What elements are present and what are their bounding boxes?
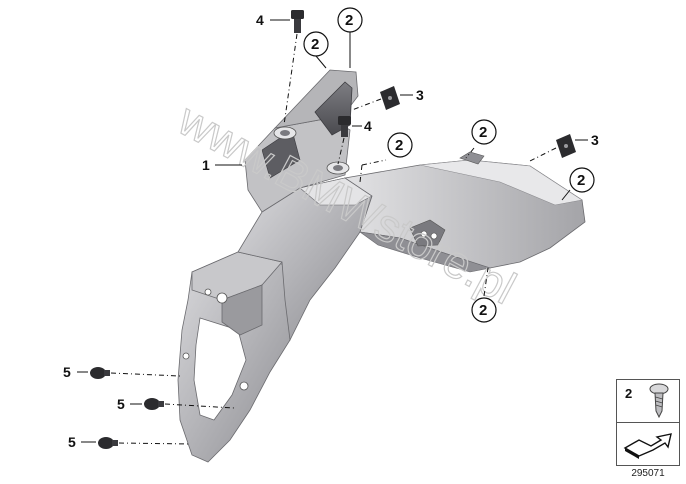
- callout-1: 1: [202, 157, 210, 173]
- svg-text:2: 2: [577, 172, 585, 189]
- bolt-icon: [291, 10, 304, 33]
- callout-2-circle: 2: [303, 31, 329, 57]
- callout-5-lower: 5: [68, 434, 76, 450]
- screw-icon: [98, 437, 118, 449]
- callout-2-circle: 2: [569, 167, 595, 193]
- screw-icon: [90, 367, 110, 379]
- callout-4-middle: 4: [364, 118, 372, 134]
- leader-lines: [77, 19, 588, 445]
- callout-4-top: 4: [256, 12, 264, 28]
- screw-icon: [144, 398, 164, 410]
- legend-part-row: 2: [617, 380, 679, 423]
- callout-5-upper: 5: [63, 364, 71, 380]
- svg-text:2: 2: [479, 124, 487, 141]
- callout-3-right: 3: [591, 132, 599, 148]
- legend-box: 2: [616, 379, 680, 466]
- legend-part-number: 2: [625, 386, 633, 401]
- speed-nut-icon: [380, 86, 400, 110]
- speed-nut-icon: [556, 134, 576, 158]
- callout-3-top: 3: [416, 87, 424, 103]
- callout-5-middle: 5: [117, 396, 125, 412]
- screw-icon: [649, 383, 669, 419]
- callout-2-circle: 2: [337, 7, 363, 33]
- tail-carrier-part: [177, 69, 586, 463]
- direction-arrow-icon: [623, 433, 672, 459]
- callout-2-circle: 2: [471, 119, 497, 145]
- svg-text:2: 2: [479, 302, 487, 319]
- svg-text:2: 2: [345, 12, 353, 29]
- diagram-code: 295071: [631, 468, 665, 479]
- callout-2-circle: 2: [471, 297, 497, 323]
- bolt-icon: [338, 116, 351, 137]
- svg-text:2: 2: [395, 137, 403, 154]
- svg-text:2: 2: [311, 36, 319, 53]
- callout-2-circle: 2: [387, 132, 413, 158]
